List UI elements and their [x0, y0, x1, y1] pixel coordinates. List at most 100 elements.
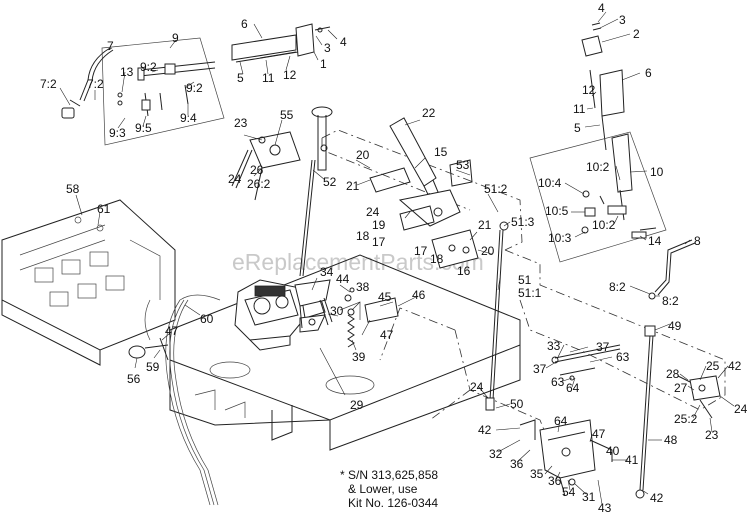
- callout: 18: [356, 229, 370, 243]
- callout: 1: [320, 57, 327, 71]
- callout: 11: [262, 71, 275, 85]
- callout: 58: [66, 182, 80, 196]
- callout: 25: [706, 359, 720, 373]
- callout: 18: [430, 252, 444, 266]
- callout: 38: [356, 280, 370, 294]
- callout: 8:2: [609, 280, 626, 294]
- callout: 7:2: [87, 77, 104, 91]
- speed-control-box: [101, 37, 225, 146]
- callout: 6: [241, 17, 248, 31]
- callout: 16: [457, 264, 471, 278]
- callout: 49: [668, 319, 682, 333]
- callout: 46: [412, 288, 426, 302]
- callout: 11: [573, 102, 586, 116]
- callout: 12: [283, 68, 297, 82]
- callout: 61: [97, 202, 111, 216]
- callout: 31: [582, 490, 596, 504]
- shift-lever-rod: [61, 47, 114, 119]
- parking-brake-lever: [369, 117, 473, 227]
- callout-labels: 4 3 2 6 12 11 5 10 10:2 10:4 10:5 10:2 1…: [40, 1, 748, 515]
- spring-39: [347, 308, 355, 348]
- callout: 51:1: [518, 286, 542, 300]
- callout: 41: [625, 453, 639, 467]
- rods-63: [551, 344, 621, 381]
- switch-56: [128, 337, 169, 361]
- callout: 6: [645, 66, 652, 80]
- callout: 22: [422, 106, 436, 120]
- cables-60: [144, 294, 221, 506]
- callout: 47: [592, 427, 606, 441]
- callout: 43: [598, 501, 612, 515]
- callout: 50: [510, 397, 524, 411]
- callout: 55: [280, 108, 294, 122]
- callout: 45: [378, 290, 392, 304]
- callout: 51:3: [511, 215, 535, 229]
- callout: 47: [165, 324, 179, 338]
- callout: 53: [456, 158, 470, 172]
- callout: 3: [619, 13, 626, 27]
- callout: 33: [547, 339, 561, 353]
- callout: 17: [414, 244, 428, 258]
- control-rod-right: [631, 227, 696, 300]
- callout: 8: [694, 234, 701, 248]
- callout: 35: [530, 467, 544, 481]
- callout: 10:3: [548, 231, 572, 245]
- callout: 42: [650, 491, 664, 505]
- callout: 24: [734, 402, 748, 416]
- callout: 24: [228, 172, 242, 186]
- callout: 26:2: [247, 177, 271, 191]
- callout: 28: [666, 367, 680, 381]
- rod-52: [299, 106, 333, 277]
- callout: 19: [372, 218, 386, 232]
- callout: 24: [470, 380, 484, 394]
- callout: 54: [562, 485, 576, 499]
- callout: 20: [481, 244, 495, 258]
- callout: 25:2: [674, 412, 698, 426]
- callout: 24: [366, 205, 380, 219]
- callout: 34: [320, 265, 334, 279]
- callout: 64: [554, 414, 568, 428]
- callout: 32: [489, 447, 503, 461]
- lever-26: [231, 131, 301, 201]
- callout: 12: [582, 83, 596, 97]
- callout: 64: [566, 381, 580, 395]
- callout: 37: [533, 362, 547, 376]
- callout: 9:3: [109, 126, 126, 140]
- callout: 23: [705, 428, 719, 442]
- callout: 51:2: [484, 182, 508, 196]
- callout: 52: [323, 175, 337, 189]
- callout: 5: [574, 121, 581, 135]
- callout: 10:4: [538, 176, 562, 190]
- callout: 42: [728, 359, 742, 373]
- bracket-16: [399, 205, 479, 269]
- callout: 21: [346, 179, 360, 193]
- callout: 7: [107, 39, 114, 53]
- handle-grip-right: [581, 22, 625, 151]
- callout: 2: [633, 27, 640, 41]
- callout: 10: [650, 165, 664, 179]
- callout: 51: [518, 273, 532, 287]
- callout: 4: [340, 35, 347, 49]
- leader-lines: [59, 11, 735, 505]
- callout: 9: [172, 31, 179, 45]
- callout: 47: [380, 328, 394, 342]
- callout: 59: [146, 360, 160, 374]
- callout: 27: [674, 381, 688, 395]
- arm-34: [294, 279, 333, 329]
- callout: 4: [598, 1, 605, 15]
- callout: 30: [330, 304, 344, 318]
- callout: 3: [324, 41, 331, 55]
- callout: 21: [478, 218, 492, 232]
- lever-assembly-box: [529, 131, 667, 263]
- callout: 5: [237, 71, 244, 85]
- callout: 63: [551, 375, 565, 389]
- callout: 36: [510, 457, 524, 471]
- callout: 9:5: [135, 121, 152, 135]
- kit-note-line: Kit No. 126-0344: [348, 496, 439, 510]
- callout: 8:2: [662, 294, 679, 308]
- callout: 37: [596, 340, 610, 354]
- callout: 9:2: [186, 81, 203, 95]
- callout: 29: [350, 398, 364, 412]
